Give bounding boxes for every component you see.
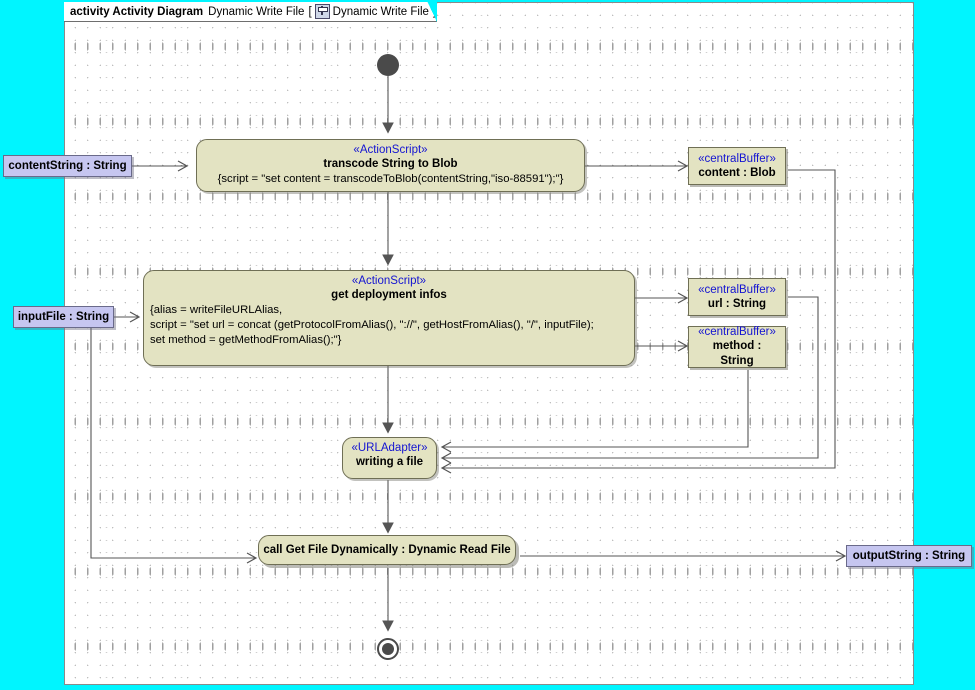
action-get-deployment-infos[interactable]: «ActionScript» get deployment infos {ali… bbox=[143, 270, 635, 366]
tab-corner-fold bbox=[427, 1, 438, 22]
action-body-line-1: {alias = writeFileURLAlias, bbox=[150, 304, 283, 316]
initial-node[interactable] bbox=[377, 54, 399, 76]
action-body-line-3: set method = getMethodFromAlias();"} bbox=[150, 334, 342, 346]
action-name: writing a file bbox=[355, 456, 424, 468]
edge-method-buffer-to-urladapter bbox=[440, 370, 749, 453]
activity-parameter-inputfile[interactable]: inputFile : String bbox=[13, 306, 114, 328]
activity-diagram-icon bbox=[314, 4, 330, 19]
action-name: get deployment infos bbox=[331, 289, 447, 301]
buffer-label: content : Blob bbox=[698, 166, 776, 179]
stereotype-label: «ActionScript» bbox=[351, 275, 427, 287]
stereotype-label: «centralBuffer» bbox=[698, 152, 776, 165]
buffer-label: method : String bbox=[712, 340, 762, 367]
activity-parameter-outputstring[interactable]: outputString : String bbox=[846, 545, 972, 567]
action-name: transcode String to Blob bbox=[323, 158, 458, 170]
edge-url-buffer-to-urladapter bbox=[440, 296, 819, 464]
frame-keyword: activity Activity Diagram bbox=[70, 5, 204, 18]
action-body-line-2: script = "set url = concat (getProtocolF… bbox=[150, 319, 594, 331]
central-buffer-method[interactable]: «centralBuffer» method : String bbox=[688, 326, 786, 368]
frame-tab-name: Dynamic Write File bbox=[332, 5, 429, 18]
activity-parameter-contentstring[interactable]: contentString : String bbox=[3, 155, 132, 177]
central-buffer-content[interactable]: «centralBuffer» content : Blob bbox=[688, 147, 786, 185]
stereotype-label: «ActionScript» bbox=[353, 144, 428, 156]
frame-name: Dynamic Write File bbox=[208, 5, 305, 18]
buffer-label: url : String bbox=[707, 297, 767, 310]
frame-bracket-open: [ bbox=[308, 5, 312, 18]
call-behavior-action[interactable]: call Get File Dynamically : Dynamic Read… bbox=[258, 535, 516, 565]
parameter-label: outputString : String bbox=[852, 550, 966, 562]
stereotype-label: «URLAdapter» bbox=[351, 442, 428, 454]
action-body: {script = "set content = transcodeToBlob… bbox=[217, 173, 564, 185]
action-transcode-string-to-blob[interactable]: «ActionScript» transcode String to Blob … bbox=[196, 139, 585, 192]
parameter-label: inputFile : String bbox=[17, 311, 110, 323]
activity-final-inner bbox=[382, 643, 394, 655]
central-buffer-url[interactable]: «centralBuffer» url : String bbox=[688, 278, 786, 316]
call-behavior-label: call Get File Dynamically : Dynamic Read… bbox=[263, 544, 511, 556]
frame-title-tab[interactable]: activity Activity Diagram Dynamic Write … bbox=[64, 1, 438, 22]
stereotype-label: «centralBuffer» bbox=[698, 283, 776, 296]
edge-inputfile-to-call bbox=[90, 327, 258, 564]
edge-content-buffer-to-urladapter bbox=[440, 169, 836, 474]
action-url-adapter-writing-a-file[interactable]: «URLAdapter» writing a file bbox=[342, 437, 437, 479]
stereotype-label: «centralBuffer» bbox=[698, 326, 776, 338]
parameter-label: contentString : String bbox=[8, 160, 127, 172]
